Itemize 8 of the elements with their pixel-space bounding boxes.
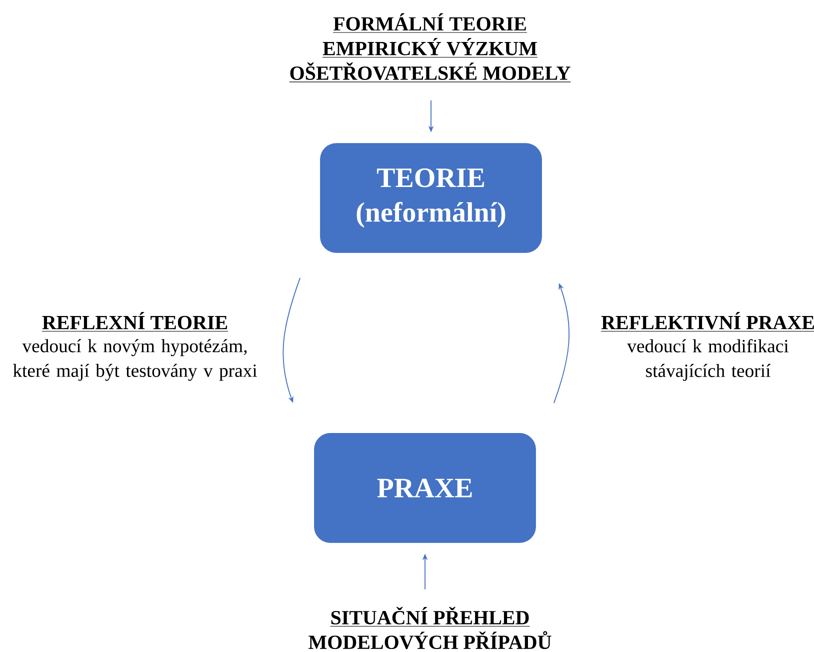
process-box: TEORIE (neformální)	[320, 143, 542, 253]
heading-text: SITUAČNÍ PŘEHLED MODELOVÝCH PŘÍPADŮ	[308, 606, 552, 650]
side-heading: REFLEXNÍ TEORIE	[42, 312, 228, 332]
side-note: vedoucí k modifikaci stávajících teorií	[627, 339, 789, 381]
side-heading: REFLEKTIVNÍ PRAXE	[600, 312, 814, 332]
heading-text: FORMÁLNÍ TEORIE EMPIRICKÝ VÝZKUM OŠETŘOVATELSKÉ MODELY	[289, 13, 571, 82]
side-note: vedoucí k novým hypotézám, které mají být testovány v praxi	[13, 339, 257, 381]
process-box: PRAXE	[314, 433, 536, 543]
